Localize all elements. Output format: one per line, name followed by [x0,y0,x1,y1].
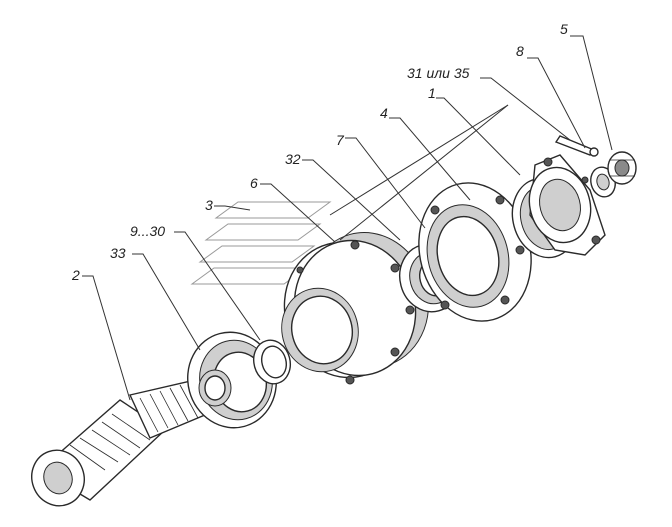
castle-nut [607,151,637,185]
callout-1: 1 [428,85,436,101]
callout-32: 32 [285,151,301,167]
callout-5: 5 [560,21,568,37]
callout-3: 3 [205,197,213,213]
callout-4: 4 [380,105,388,121]
seal-housing [418,182,532,322]
callout-8: 8 [516,43,524,59]
bearing-housing [281,232,430,385]
callout-9-30: 9...30 [130,223,165,239]
cotter-pin [554,135,599,157]
spacer-ring [253,339,291,385]
callout-7: 7 [336,132,345,148]
companion-flange [528,154,606,256]
callout-labels: 5 8 31 или 35 1 4 7 32 6 3 9...30 33 2 [71,21,568,283]
callout-33: 33 [110,245,126,261]
leader-lines [82,35,613,401]
callout-31-35: 31 или 35 [407,65,470,81]
callout-6: 6 [250,175,258,191]
callout-2: 2 [71,267,80,283]
